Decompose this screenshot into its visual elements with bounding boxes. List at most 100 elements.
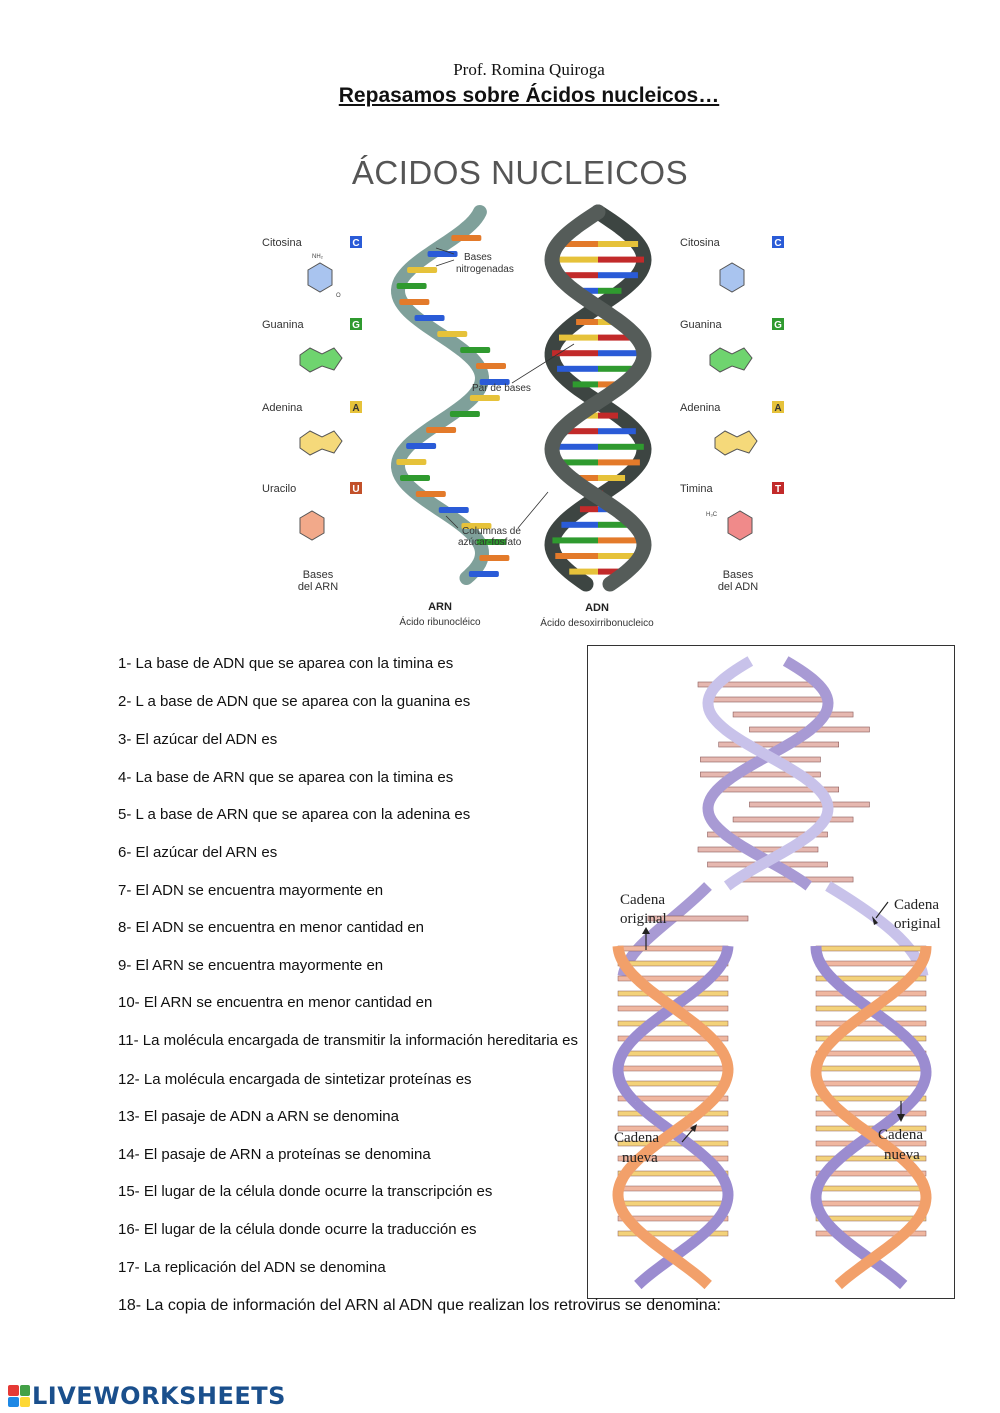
- strand-left-new: [612, 945, 734, 1290]
- base-letter-t-right: T: [775, 484, 781, 495]
- left-bases-panel: Citosina C NH₂ O Guanina G Adenina A Ura…: [262, 236, 362, 593]
- rung-left: [617, 1185, 729, 1192]
- adn-base-left: [552, 443, 598, 450]
- rung-left: [617, 1215, 729, 1222]
- question-12: 12- La molécula encargada de sintetizar …: [118, 1071, 472, 1088]
- base-badge-g-left: [350, 318, 362, 330]
- question-18: 18- La copia de información del ARN al A…: [118, 1297, 721, 1314]
- base-label-adenina-right: Adenina: [680, 402, 721, 414]
- rung-right: [815, 1155, 927, 1162]
- adn-base-right: [598, 241, 639, 247]
- rung-left: [617, 1170, 729, 1177]
- adn-base-left: [558, 272, 598, 279]
- page-title: Repasamos sobre Ácidos nucleicos…: [338, 84, 720, 107]
- adn-base-left: [558, 334, 598, 341]
- arn-base: [449, 411, 480, 417]
- question-16: 16- El lugar de la célula donde ocurre l…: [118, 1221, 477, 1238]
- arn-helix: [390, 205, 510, 585]
- adn-base-right: [598, 475, 626, 481]
- rung-top: [707, 831, 828, 838]
- guanina-molecule-right: [709, 347, 753, 373]
- pointer-bases-1: [435, 247, 455, 255]
- rung-right: [815, 1215, 927, 1222]
- rung-right: [815, 1200, 927, 1207]
- liveworksheets-logo[interactable]: LIVEWORKSHEETS: [8, 1382, 286, 1410]
- adn-base-right: [598, 287, 622, 294]
- fork-rung: [647, 915, 749, 922]
- question-13: 13- El pasaje de ADN a ARN se denomina: [118, 1108, 399, 1125]
- question-15: 15- El lugar de la célula donde ocurre l…: [118, 1183, 493, 1200]
- arn-base: [396, 283, 427, 289]
- arn-base: [438, 507, 469, 513]
- adn-base-right: [598, 412, 618, 419]
- adn-base-left: [552, 537, 598, 544]
- arn-base: [451, 235, 482, 241]
- label-bases-nitrogenadas-1: Bases: [464, 252, 492, 263]
- base-letter-a-right: A: [774, 403, 781, 414]
- label-nueva-left-1: Cadena: [614, 1130, 659, 1146]
- pointer-columnas-2: [517, 491, 549, 529]
- arn-base: [437, 331, 468, 337]
- base-letter-u-left: U: [352, 484, 359, 495]
- rung-right: [815, 990, 927, 997]
- question-3: 3- El azúcar del ADN es: [118, 731, 278, 748]
- adn-base-right: [598, 272, 638, 279]
- question-2: 2- L a base de ADN que se aparea con la …: [118, 693, 471, 710]
- base-label-timina-right: Timina: [680, 483, 713, 495]
- base-label-uracilo-left: Uracilo: [262, 483, 296, 495]
- adn-base-left: [569, 568, 598, 575]
- arn-base: [399, 475, 430, 481]
- arn-base: [468, 571, 499, 577]
- rung-right: [815, 960, 927, 967]
- base-badge-u-left: [350, 482, 362, 494]
- logo-square-red: [8, 1385, 19, 1396]
- adn-base-left: [557, 365, 598, 372]
- adn-base-left: [570, 475, 598, 481]
- rung-right: [815, 1035, 927, 1042]
- adn-base-left: [552, 256, 598, 263]
- base-label-citosina-left: Citosina: [262, 237, 303, 249]
- arn-base: [407, 267, 438, 273]
- arn-base: [469, 395, 500, 401]
- rung-left: [617, 1035, 729, 1042]
- adn-backbone-2: [544, 204, 652, 592]
- question-9: 9- El ARN se encuentra mayormente en: [118, 957, 384, 974]
- question-5: 5- L a base de ARN que se aparea con la …: [118, 806, 471, 823]
- adn-base-right: [598, 459, 640, 466]
- adn-base-left: [560, 428, 598, 435]
- arn-base: [396, 459, 427, 465]
- arn-base: [476, 363, 507, 369]
- adn-base-left: [552, 350, 598, 357]
- adn-base-right: [598, 537, 644, 544]
- base-label-guanina-right: Guanina: [680, 319, 722, 331]
- replication-diagram: Cadena original Cadena original Cadena n…: [612, 656, 941, 1290]
- base-badge-a-right: [772, 401, 784, 413]
- base-letter-g-right: G: [774, 320, 782, 331]
- adn-base-right: [598, 350, 644, 357]
- rung-left: [617, 975, 729, 982]
- arn-label: ARN: [428, 601, 452, 613]
- rung-top: [749, 801, 870, 808]
- pointer-par-bases: [511, 343, 575, 384]
- rung-left: [617, 1095, 729, 1102]
- adn-base-left: [555, 553, 598, 559]
- adn-base-right: [598, 365, 639, 372]
- logo-square-blue: [8, 1396, 19, 1407]
- label-original-left-2: original: [620, 911, 667, 927]
- rung-top: [707, 696, 828, 703]
- left-caption-line2: del ARN: [298, 581, 338, 593]
- rung-left: [617, 1020, 729, 1027]
- arrow-original-right-head: [872, 916, 878, 925]
- arrow-nueva-left-head: [690, 1124, 697, 1132]
- label-original-left-1: Cadena: [620, 892, 665, 908]
- arrow-nueva-left: [681, 1127, 695, 1143]
- strand-top-a: [702, 656, 834, 891]
- arrow-nueva-right-head: [897, 1114, 905, 1122]
- arn-base: [476, 539, 507, 545]
- base-badge-g-right: [772, 318, 784, 330]
- base-label-guanina-left: Guanina: [262, 319, 304, 331]
- adn-base-left: [561, 521, 598, 528]
- timina-molecule-right: [727, 510, 753, 541]
- rung-right: [815, 1050, 927, 1057]
- arn-base: [460, 347, 491, 353]
